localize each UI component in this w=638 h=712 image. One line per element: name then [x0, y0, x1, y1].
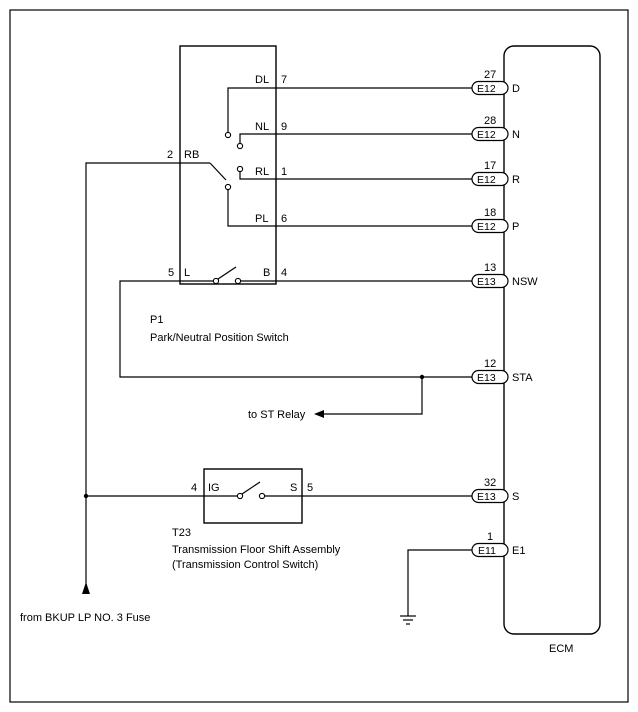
ecm-pin-r: 17 E12 R: [471, 160, 520, 187]
ecm-pin-e1-num: 1: [487, 531, 493, 543]
ecm-pin-s: 32 E13 S: [471, 477, 519, 504]
ecm-pin-e1-conn: E11: [478, 545, 496, 557]
pnp-switch-name: Park/Neutral Position Switch: [150, 332, 289, 344]
pnp-term-b-num: 4: [281, 267, 287, 279]
ecm-pin-e1-sig: E1: [512, 545, 525, 557]
ecm-pin-r-num: 17: [484, 160, 496, 172]
ecm-pin-n-conn: E12: [477, 129, 496, 141]
pnp-switch-code: P1: [150, 314, 163, 326]
ecm-pin-p-conn: E12: [477, 221, 496, 233]
pnp-term-dl-label: DL: [255, 74, 269, 86]
pnp-term-b-label: B: [263, 267, 270, 279]
shift-assembly-name: Transmission Floor Shift Assembly: [172, 544, 341, 556]
ecm-pin-r-sig: R: [512, 174, 520, 186]
shift-term-ig-num: 4: [191, 482, 197, 494]
ecm-box: [503, 45, 601, 635]
ecm-pin-n-sig: N: [512, 129, 520, 141]
shift-term-s-label: S: [290, 482, 297, 494]
shift-term-ig-label: IG: [208, 482, 220, 494]
shift-assembly-code: T23: [172, 527, 191, 539]
ecm-pin-d-conn: E12: [477, 83, 496, 95]
pnp-term-nl-label: NL: [255, 121, 269, 133]
ecm-pin-p-sig: P: [512, 221, 519, 233]
ecm-pin-d-num: 27: [484, 69, 496, 81]
pnp-term-nl-num: 9: [281, 121, 287, 133]
ecm-pin-n-num: 28: [484, 115, 496, 127]
pnp-term-pl-label: PL: [255, 213, 268, 225]
ecm-pin-e1: 1 E11 E1: [471, 531, 525, 558]
shift-ig-s-switch: [204, 481, 302, 500]
ecm-pin-p: 18 E12 P: [471, 207, 519, 234]
pnp-term-dl-num: 7: [281, 74, 287, 86]
pnp-term-rl-num: 1: [281, 166, 287, 178]
ecm-pin-d-sig: D: [512, 83, 520, 95]
ecm-pin-p-num: 18: [484, 207, 496, 219]
shift-term-s-num: 5: [307, 482, 313, 494]
ecm-pin-n: 28 E12 N: [471, 115, 520, 142]
ecm-pin-sta-sig: STA: [512, 372, 533, 384]
ecm-pin-nsw: 13 E13 NSW: [471, 262, 538, 289]
st-relay-label: to ST Relay: [248, 409, 306, 421]
ecm-pin-sta-num: 12: [484, 358, 496, 370]
pnp-term-pl-num: 6: [281, 213, 287, 225]
pnp-term-l-label: L: [184, 267, 190, 279]
pnp-term-l-num: 5: [168, 267, 174, 279]
fuse-label: from BKUP LP NO. 3 Fuse: [20, 612, 150, 624]
wires: [82, 87, 478, 625]
pnp-selector-switch: [180, 87, 276, 227]
shift-assembly-sub: (Transmission Control Switch): [172, 559, 318, 571]
ecm-pin-nsw-sig: NSW: [512, 276, 538, 288]
ecm-label: ECM: [549, 643, 573, 655]
ecm-pin-s-num: 32: [484, 477, 496, 489]
pnp-term-rb-label: RB: [184, 149, 199, 161]
ecm-pin-sta: 12 E13 STA: [471, 358, 533, 385]
ecm-pin-nsw-num: 13: [484, 262, 496, 274]
pnp-lb-switch: [180, 266, 276, 285]
ecm-pin-s-conn: E13: [477, 491, 496, 503]
ecm-pin-s-sig: S: [512, 491, 519, 503]
pnp-term-rl-label: RL: [255, 166, 269, 178]
ecm-pin-sta-conn: E13: [477, 372, 496, 384]
pnp-switch-box: [179, 45, 277, 285]
diagram-frame: [9, 9, 629, 703]
ecm-pin-r-conn: E12: [477, 174, 496, 186]
pnp-term-rb-num: 2: [167, 149, 173, 161]
ecm-pin-nsw-conn: E13: [477, 276, 496, 288]
ecm-pin-d: 27 E12 D: [471, 69, 520, 96]
